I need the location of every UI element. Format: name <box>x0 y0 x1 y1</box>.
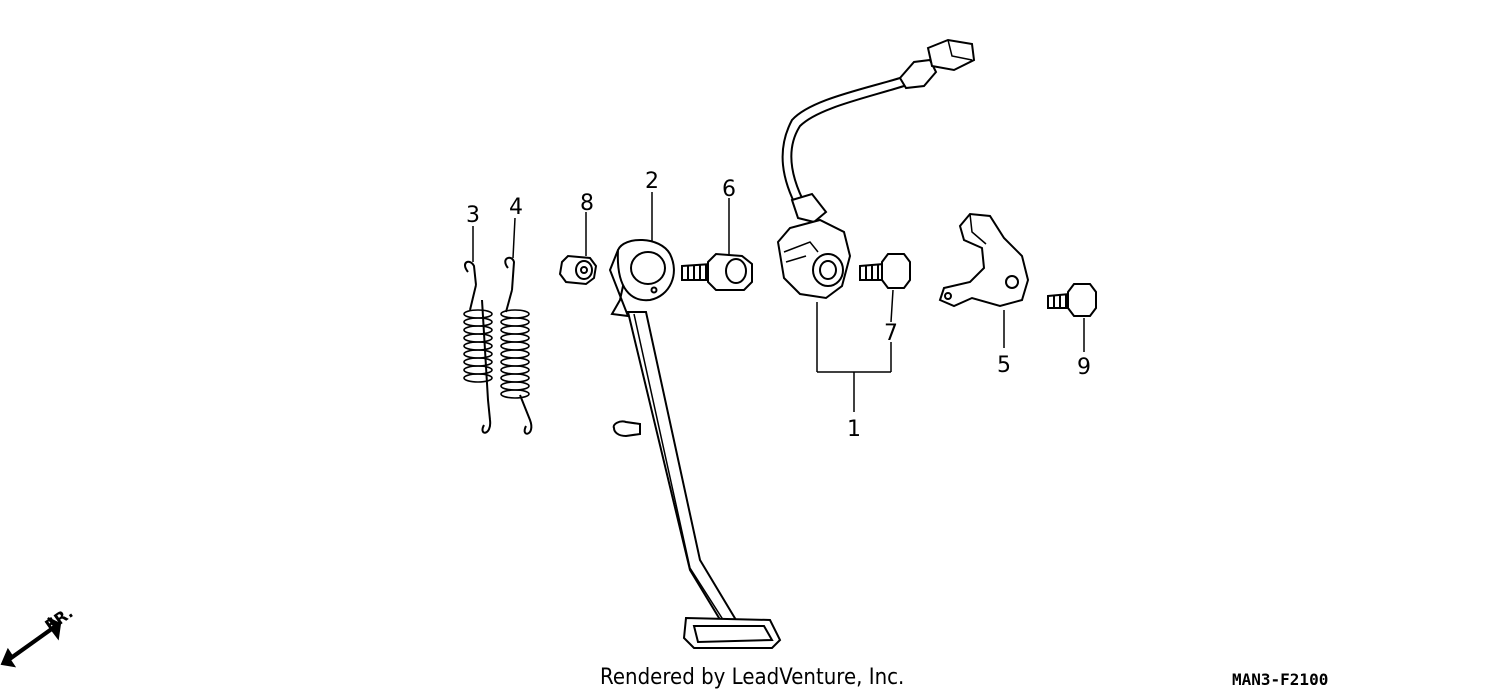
bracket-5[interactable] <box>938 212 1030 308</box>
callout-6: 6 <box>722 177 736 202</box>
spring-4[interactable] <box>500 256 533 435</box>
front-direction-arrow-icon: FR. <box>0 603 77 668</box>
leader-lines <box>472 192 1085 412</box>
pivot-bolt-6[interactable] <box>681 252 753 291</box>
nut-8[interactable] <box>558 254 598 286</box>
callout-2: 2 <box>645 169 659 194</box>
callout-8: 8 <box>580 191 594 216</box>
footer-credit: Rendered by LeadVenture, Inc. <box>600 665 905 690</box>
callout-9: 9 <box>1077 355 1091 380</box>
bolt-9[interactable] <box>1047 283 1097 317</box>
callout-5: 5 <box>997 353 1011 378</box>
callout-3: 3 <box>466 203 480 228</box>
side-stand-2[interactable] <box>608 238 782 649</box>
side-stand-switch-1[interactable] <box>776 38 976 300</box>
diagram-code: MAN3-F2100 <box>1232 670 1329 689</box>
spring-3[interactable] <box>463 260 493 434</box>
callout-4: 4 <box>509 195 523 220</box>
callout-1: 1 <box>847 417 861 442</box>
bolt-7[interactable] <box>859 253 911 289</box>
callout-7: 7 <box>884 321 898 346</box>
